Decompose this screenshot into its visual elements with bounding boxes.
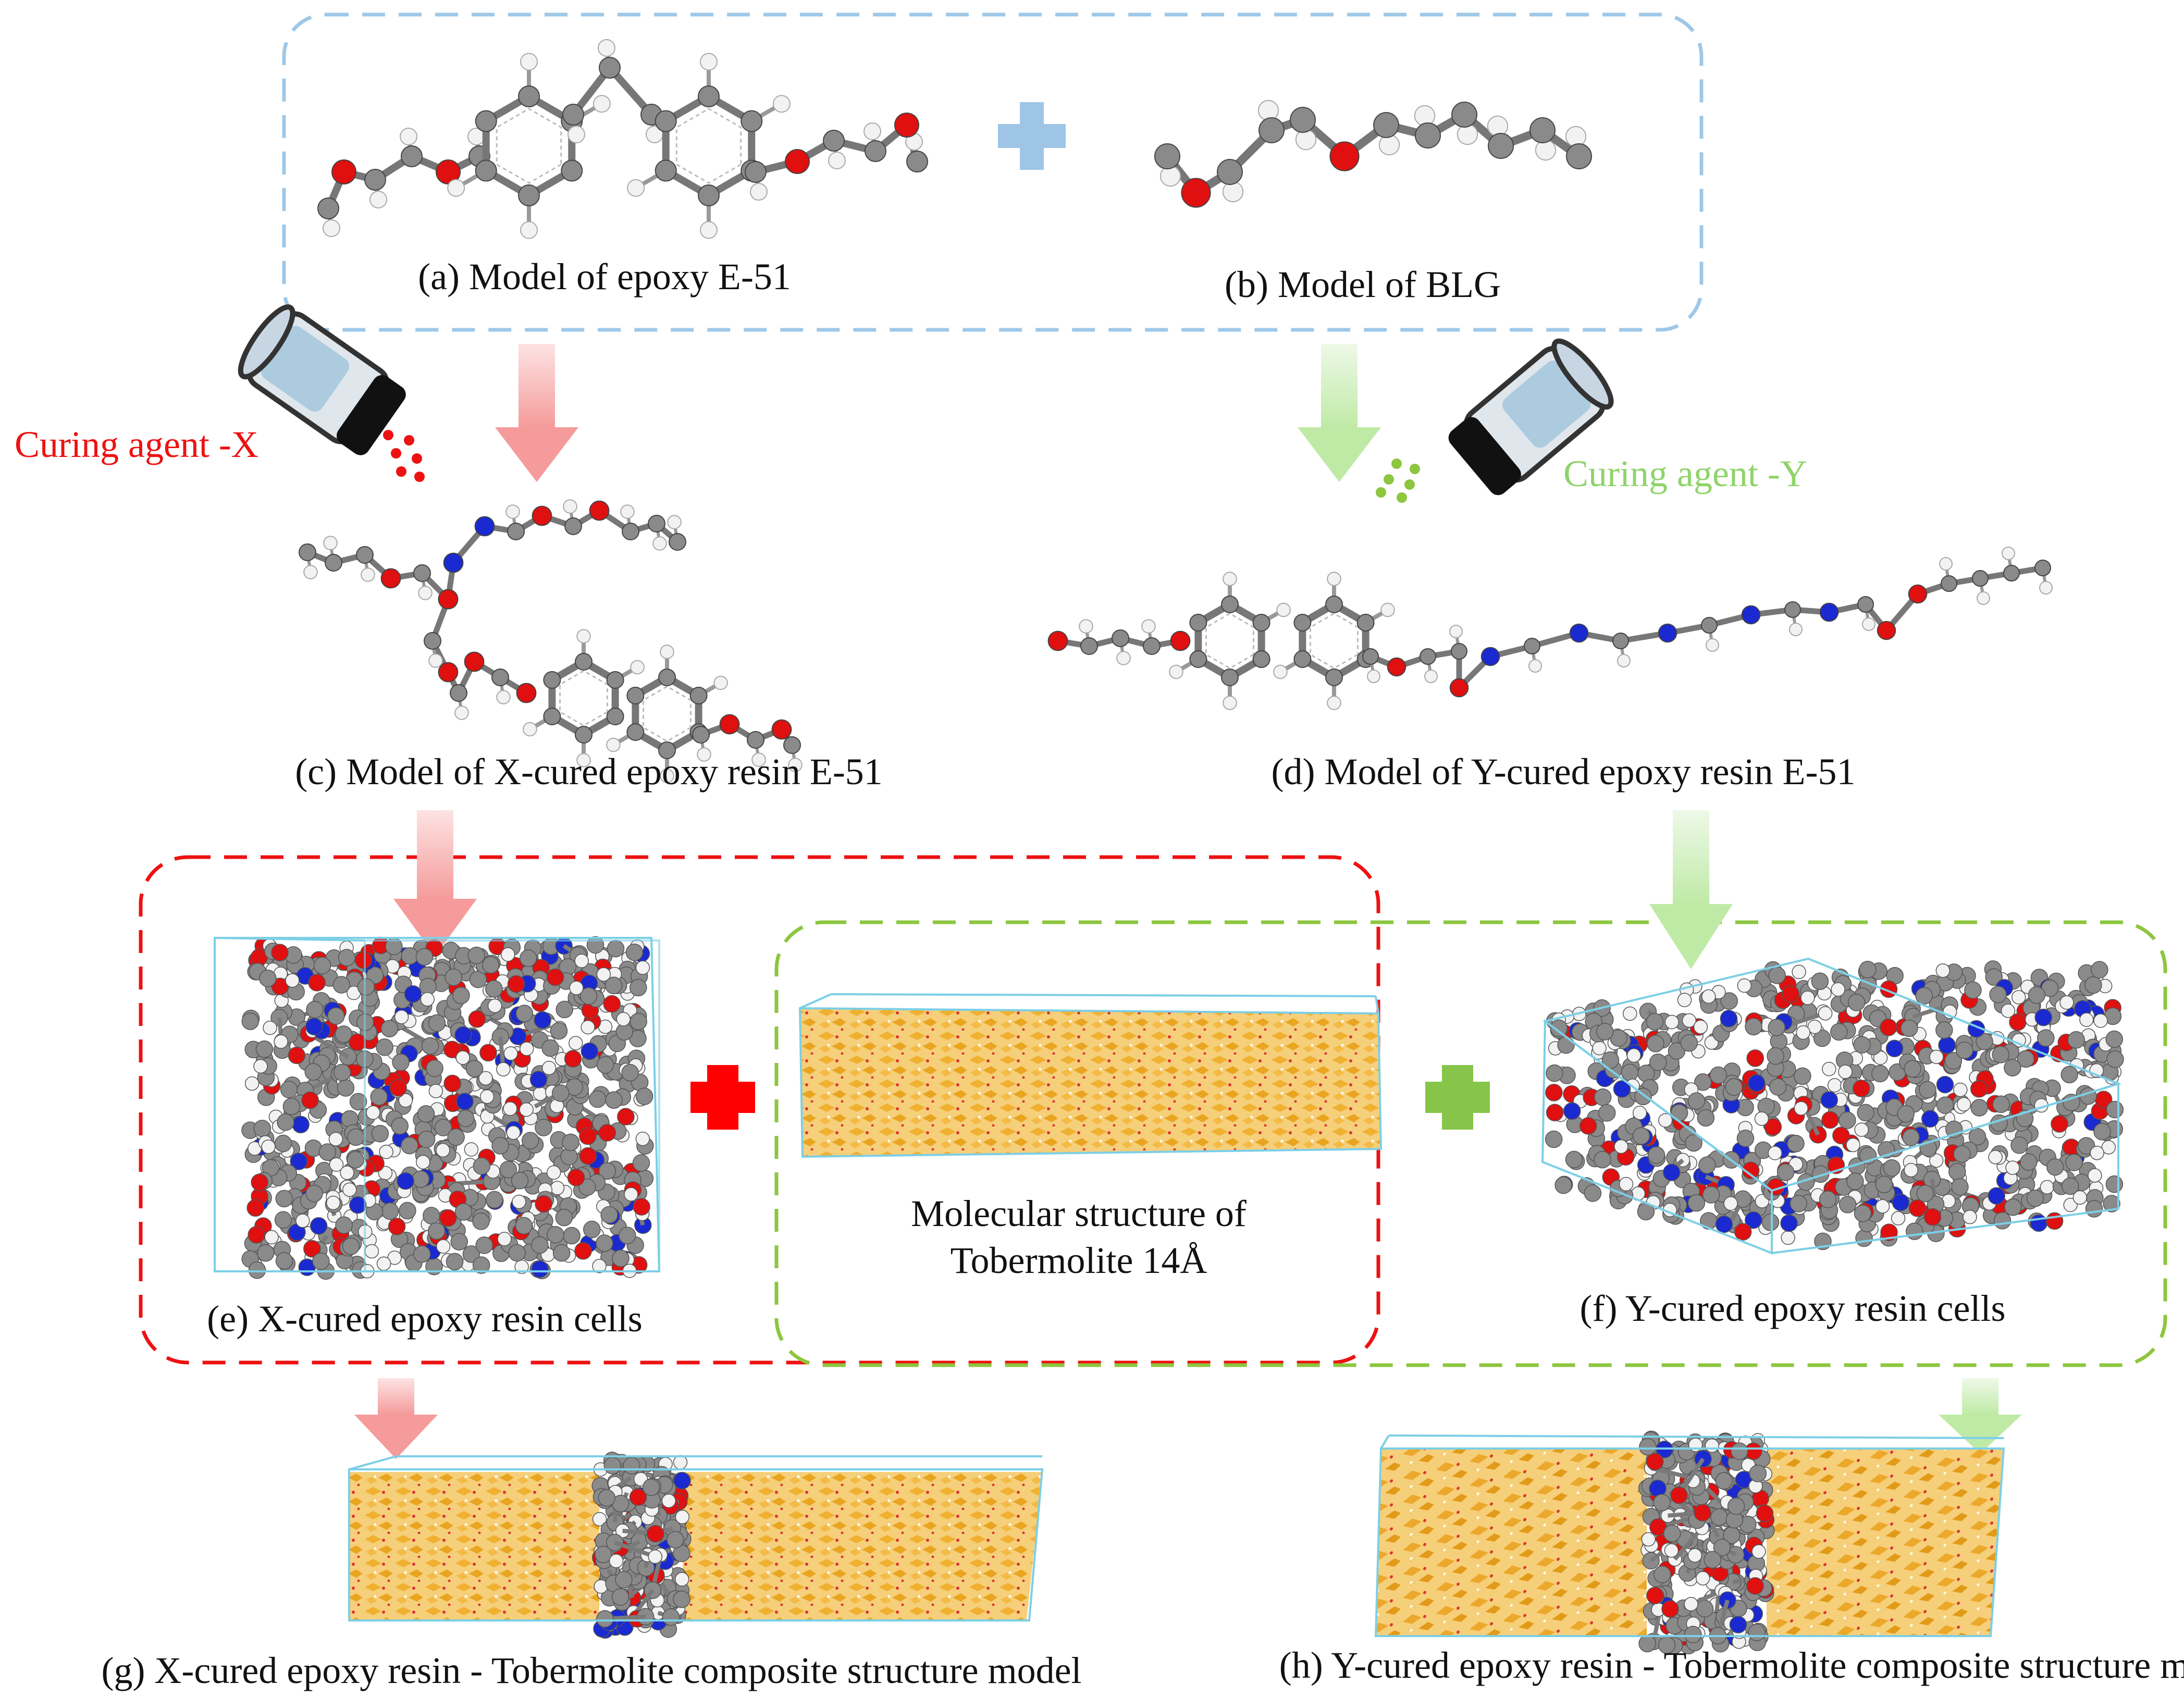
- y-cured-cell: [1543, 959, 2124, 1253]
- curing-agent-x-label: Curing agent -X: [15, 423, 258, 466]
- epoxy-e51-molecule: [318, 40, 928, 239]
- curing-agent-y-drops-icon: [1376, 459, 1420, 503]
- y-cured-epoxy-molecule: [1048, 547, 2052, 710]
- x-cured-cell: [215, 937, 659, 1280]
- green-plus-icon: [1425, 1065, 1490, 1130]
- tobermolite-slab: [800, 994, 1381, 1157]
- tobermolite-label-line2: Tobermolite 14Å: [951, 1239, 1207, 1282]
- arrow-b-to-d: [1298, 344, 1381, 482]
- x-composite-model: [349, 1452, 1042, 1638]
- label-h: (h) Y-cured epoxy resin - Tobermolite co…: [1279, 1644, 2184, 1687]
- arrow-f-to-h: [1939, 1378, 2022, 1454]
- curing-agent-x-drops-icon: [383, 430, 425, 482]
- red-plus-icon: [690, 1065, 755, 1130]
- curing-agent-y-label: Curing agent -Y: [1563, 452, 1807, 496]
- blg-molecule: [1155, 101, 1591, 207]
- arrow-e-to-g: [354, 1378, 438, 1459]
- arrow-d-to-f: [1649, 810, 1733, 969]
- label-a: (a) Model of epoxy E-51: [418, 255, 791, 299]
- blue-plus-icon: [998, 102, 1066, 170]
- label-d: (d) Model of Y-cured epoxy resin E-51: [1272, 750, 1856, 794]
- arrow-a-to-c: [495, 344, 578, 482]
- label-e: (e) X-cured epoxy resin cells: [207, 1297, 643, 1341]
- label-c: (c) Model of X-cured epoxy resin E-51: [295, 750, 883, 794]
- label-g: (g) X-cured epoxy resin - Tobermolite co…: [101, 1649, 1081, 1692]
- x-cured-epoxy-molecule: [299, 500, 802, 783]
- tobermolite-label-line1: Molecular structure of: [911, 1192, 1247, 1235]
- y-composite-model: [1376, 1431, 2004, 1654]
- label-b: (b) Model of BLG: [1225, 263, 1501, 306]
- label-f: (f) Y-cured epoxy resin cells: [1580, 1287, 2006, 1330]
- arrow-c-to-e: [393, 810, 477, 956]
